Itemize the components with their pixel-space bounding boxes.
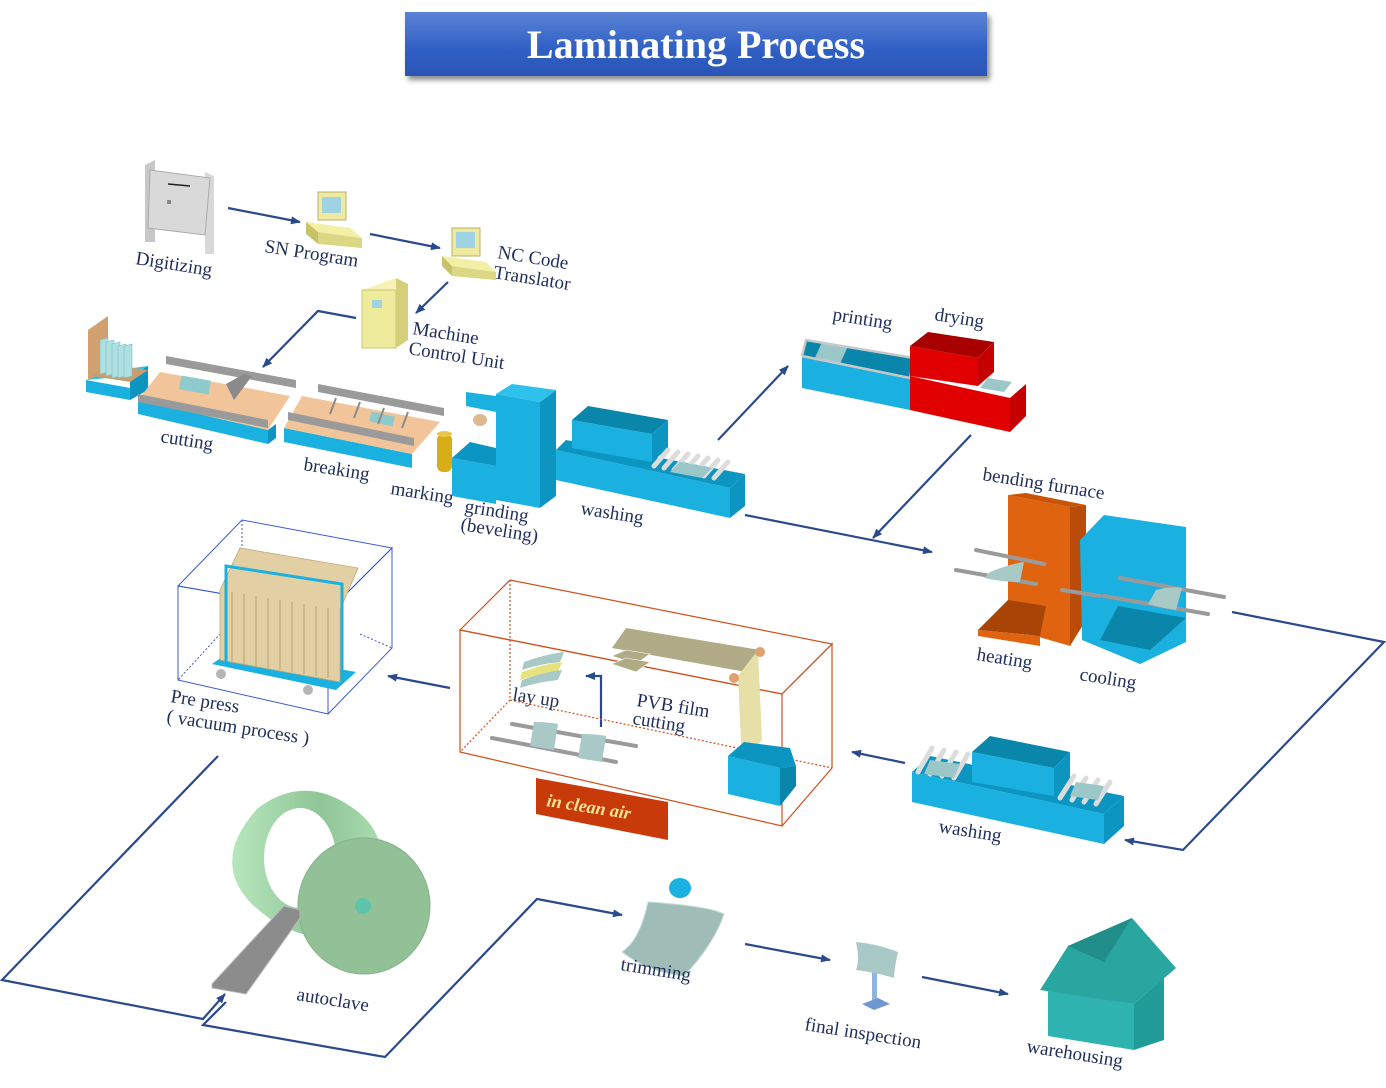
- arrow-prepress-to-autoclave: [0, 755, 226, 1021]
- clean-air-badge: in clean air: [536, 778, 668, 840]
- cooling-chamber-icon: [1080, 515, 1186, 664]
- label-autoclave: autoclave: [295, 984, 370, 1016]
- computer-icon: [306, 191, 362, 248]
- label-printing: printing: [831, 304, 894, 334]
- cabinet-icon: [361, 278, 408, 349]
- arrow-pvb-to-layup: [585, 672, 603, 727]
- arrow-washing-to-printing: [717, 365, 789, 441]
- curved-glass-icon: [984, 562, 1024, 582]
- printing-machine-icon: [800, 338, 916, 410]
- arrow-inspection-to-warehouse: [921, 975, 1009, 997]
- pvb-film-cutter-icon: [611, 628, 796, 806]
- glass-rack-icon: [86, 316, 148, 400]
- arrow-washing-to-bending: [744, 513, 933, 555]
- arrow-mcu-to-cutting: [262, 309, 357, 368]
- arrow-autoclave-to-trimming: [200, 897, 623, 1059]
- arrow-sn-to-nc: [369, 232, 441, 251]
- arrow-trimming-to-inspection: [744, 942, 831, 963]
- label-final-inspection: final inspection: [803, 1014, 923, 1053]
- layup-rails-icon: [490, 722, 638, 764]
- breaking-table-icon: [284, 384, 444, 468]
- grinding-machine-icon: [452, 384, 556, 508]
- label-washing-2: washing: [937, 816, 1003, 847]
- arrow-washing-to-cleanroom: [851, 749, 906, 765]
- washing-machine-icon: [556, 406, 745, 518]
- title-banner: Laminating Process: [405, 12, 987, 76]
- cutting-table-icon: [138, 356, 296, 444]
- drying-oven-icon: [910, 332, 1026, 432]
- label-drying: drying: [933, 304, 986, 333]
- label-lay-up: lay up: [511, 684, 561, 712]
- marking-cylinder-icon: [437, 431, 452, 472]
- page-title: Laminating Process: [526, 21, 866, 67]
- prepress-chamber-icon: [176, 519, 394, 715]
- label-heating: heating: [975, 644, 1034, 674]
- clean-room-box: [458, 579, 834, 827]
- label-marking: marking: [389, 478, 455, 509]
- arrow-cooling-to-washing: [1124, 610, 1386, 852]
- flow-arrows: [0, 206, 1386, 1059]
- curved-glass-icon: [1148, 587, 1182, 610]
- computer-icon: [442, 227, 496, 280]
- heating-furnace-icon: [978, 493, 1086, 646]
- arrow-digitizing-to-sn: [227, 206, 301, 225]
- arrow-drying-to-bending: [872, 434, 972, 539]
- layup-stack-icon: [520, 652, 564, 688]
- label-digitizing: Digitizing: [134, 248, 214, 281]
- digitizing-icon: [145, 160, 214, 254]
- label-cooling: cooling: [1078, 664, 1138, 694]
- label-washing-1: washing: [579, 498, 645, 529]
- label-cutting: cutting: [159, 426, 215, 455]
- arrow-layup-to-prepress: [387, 673, 451, 690]
- inspection-stand-icon: [856, 942, 898, 1010]
- washing-machine-icon: [912, 736, 1124, 844]
- label-breaking: breaking: [302, 454, 371, 485]
- arrow-nc-to-mcu: [415, 281, 449, 314]
- warehouse-icon: [1040, 918, 1176, 1050]
- autoclave-icon: [211, 790, 431, 995]
- trimming-icon: [621, 878, 725, 977]
